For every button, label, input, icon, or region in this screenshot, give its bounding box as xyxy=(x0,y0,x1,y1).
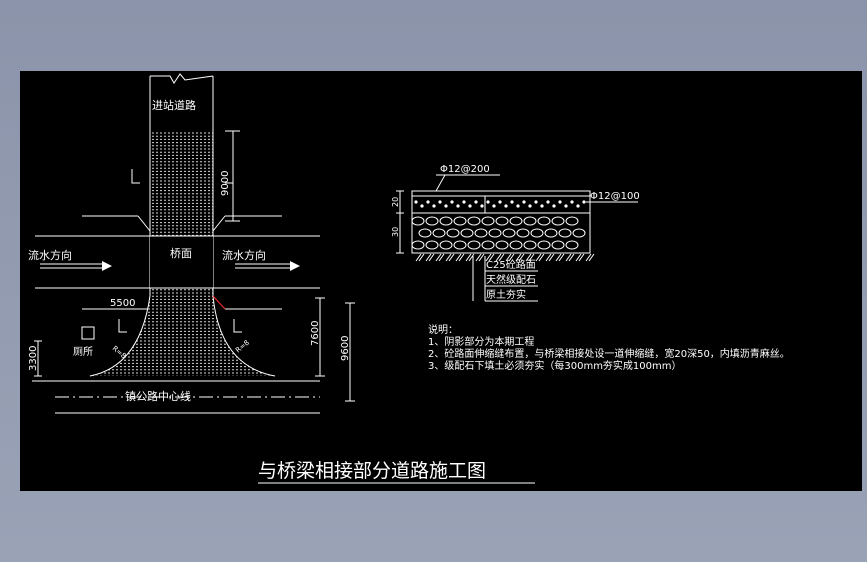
layer-3-label: 原土夯实 xyxy=(486,288,526,301)
road-flare-right xyxy=(212,295,276,377)
rebar-side-label: Φ12@100 xyxy=(590,191,640,202)
dim-slab: 20 xyxy=(391,197,400,207)
section-detail: 20 30 Φ12@200 Φ12@100 C25砼路面 天然级配石 原土夯实 xyxy=(391,164,640,302)
expansion-joint-mark xyxy=(212,295,226,310)
road-flare-left xyxy=(89,295,151,377)
bridge-label: 桥面 xyxy=(170,247,192,260)
road-break-line xyxy=(150,73,214,84)
dim-9600: 9600 xyxy=(340,336,351,361)
toilet-label: 厕所 xyxy=(73,346,93,358)
dim-gravel: 30 xyxy=(391,227,400,237)
dim-5500: 5500 xyxy=(110,298,135,309)
drawing-title: 与桥梁相接部分道路施工图 xyxy=(258,460,486,482)
bridge-deck xyxy=(150,236,213,288)
gravel-pattern xyxy=(411,216,586,250)
notes-heading: 说明： xyxy=(428,323,458,336)
concrete-aggregate-pattern xyxy=(414,200,586,208)
dim-9000: 9000 xyxy=(220,171,231,196)
flow-arrow-left-icon xyxy=(40,261,112,271)
centerline-label: 镇公路中心线 xyxy=(125,389,191,403)
canal-wing-top-left xyxy=(137,215,151,232)
note-item: 2、砼路面伸缩缝布置，与桥梁相接处设一道伸缩缝，宽20深50，内填沥青麻丝。 xyxy=(428,347,790,360)
cad-drawing-canvas: 进站道路 桥面 流水方向 流水方向 9000 5500 xyxy=(28,73,790,484)
note-item: 1、阴影部分为本期工程 xyxy=(428,335,534,348)
soil-hatch-pattern xyxy=(415,253,595,262)
layer-1-label: C25砼路面 xyxy=(486,258,536,271)
flow-direction-right: 流水方向 xyxy=(222,248,266,262)
curve-radius-left: R=8 xyxy=(111,344,128,360)
canal-wing-top-right xyxy=(212,215,226,232)
layer-2-label: 天然级配石 xyxy=(486,273,536,286)
flow-arrow-right-icon xyxy=(235,261,300,271)
cad-drawing-viewport[interactable]: 进站道路 桥面 流水方向 流水方向 9000 5500 xyxy=(20,71,862,491)
flow-direction-left: 流水方向 xyxy=(28,248,72,262)
rebar-top-label: Φ12@200 xyxy=(440,164,490,175)
notes: 说明： 1、阴影部分为本期工程 2、砼路面伸缩缝布置，与桥梁相接处设一道伸缩缝，… xyxy=(428,323,790,372)
curve-radius-right: R=8 xyxy=(234,339,251,355)
dim-3300: 3300 xyxy=(28,346,39,371)
note-item: 3、级配石下填土必须夯实（每300mm夯实成100mm） xyxy=(428,359,682,372)
toilet-icon xyxy=(81,326,95,340)
gravel-layer xyxy=(411,212,591,254)
plan-view: 进站道路 桥面 流水方向 流水方向 9000 5500 xyxy=(28,73,355,414)
dim-7600: 7600 xyxy=(310,321,321,346)
road-label: 进站道路 xyxy=(152,98,196,112)
